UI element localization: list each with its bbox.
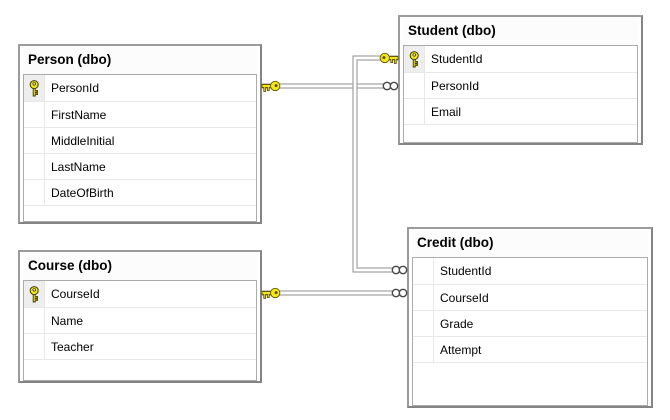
table-person-title[interactable]: Person (dbo): [23, 46, 257, 74]
column-name: FirstName: [51, 107, 107, 122]
relation-student-credit[interactable]: [352, 55, 398, 273]
table-row[interactable]: PersonId: [404, 72, 637, 98]
column-name: DateOfBirth: [51, 185, 114, 200]
table-person-grid: PersonId FirstName MiddleInitial LastNam…: [23, 74, 257, 222]
empty-row[interactable]: [24, 205, 256, 221]
table-row[interactable]: MiddleInitial: [24, 127, 256, 153]
table-row[interactable]: Teacher: [24, 333, 256, 359]
table-row[interactable]: Grade: [413, 310, 647, 336]
table-row[interactable]: PersonId: [24, 75, 256, 101]
column-name: Name: [51, 313, 84, 328]
primary-key-icon: [409, 50, 419, 67]
table-row[interactable]: DateOfBirth: [24, 179, 256, 205]
table-student-grid: StudentId PersonId Email: [403, 45, 638, 143]
table-row[interactable]: StudentId: [404, 46, 637, 72]
column-name: Attempt: [440, 342, 482, 357]
table-row[interactable]: Email: [404, 98, 637, 124]
column-name: StudentId: [440, 264, 492, 278]
table-row[interactable]: FirstName: [24, 101, 256, 127]
table-person[interactable]: Person (dbo) PersonId FirstName MiddleIn…: [18, 44, 262, 224]
table-credit[interactable]: Credit (dbo) StudentId CourseId Grade At…: [407, 227, 653, 408]
column-name: Grade: [440, 316, 474, 331]
table-credit-grid: StudentId CourseId Grade Attempt: [412, 257, 648, 406]
column-name: LastName: [51, 159, 106, 174]
column-name: MiddleInitial: [51, 133, 115, 148]
table-row[interactable]: CourseId: [413, 284, 647, 310]
primary-key-icon: [29, 79, 39, 96]
table-course[interactable]: Course (dbo) CourseId Name Teacher: [18, 250, 262, 383]
column-name: StudentId: [431, 52, 483, 66]
primary-key-icon: [29, 285, 39, 302]
column-name: PersonId: [51, 81, 100, 95]
table-row[interactable]: Attempt: [413, 336, 647, 362]
column-name: CourseId: [440, 290, 489, 305]
table-row[interactable]: StudentId: [413, 258, 647, 284]
column-name: Email: [431, 104, 462, 119]
table-row[interactable]: CourseId: [24, 281, 256, 307]
table-row[interactable]: Name: [24, 307, 256, 333]
table-student-title[interactable]: Student (dbo): [403, 17, 638, 45]
empty-row[interactable]: [413, 362, 647, 405]
column-name: Teacher: [51, 339, 94, 354]
empty-row[interactable]: [24, 359, 256, 380]
column-name: PersonId: [431, 78, 480, 93]
table-student[interactable]: Student (dbo) StudentId PersonId Email: [398, 15, 643, 145]
table-row[interactable]: LastName: [24, 153, 256, 179]
column-name: CourseId: [51, 287, 100, 301]
table-credit-title[interactable]: Credit (dbo): [412, 229, 648, 257]
empty-row[interactable]: [404, 124, 637, 142]
table-course-grid: CourseId Name Teacher: [23, 280, 257, 381]
table-course-title[interactable]: Course (dbo): [23, 252, 257, 280]
